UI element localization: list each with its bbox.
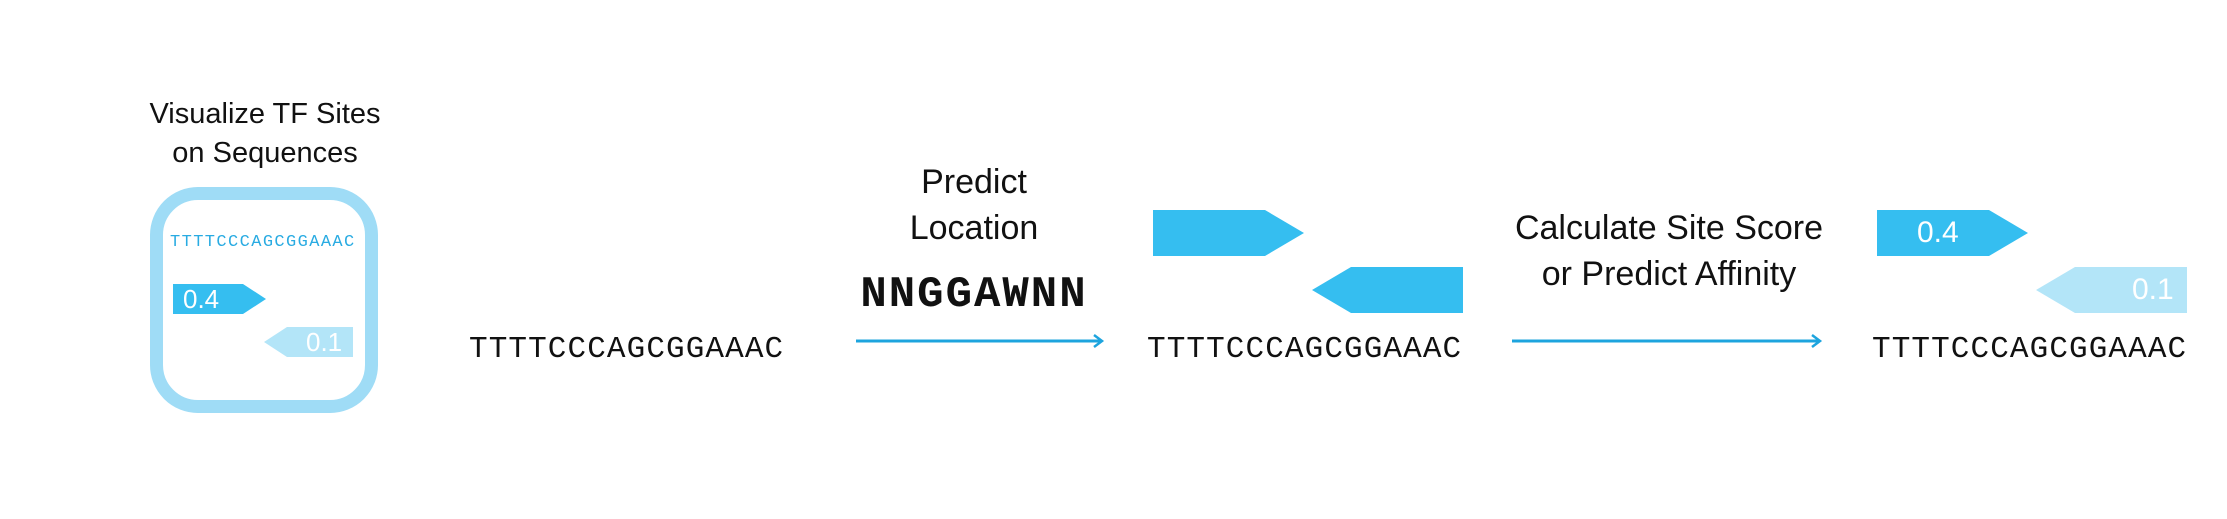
score-affinity-line1: Calculate Site Score: [1514, 209, 1824, 247]
step2-arrow: [1512, 334, 1823, 348]
scored-forward-site-marker: [1877, 210, 2028, 256]
predicted-sequence: TTTTCCCAGCGGAAAC: [1147, 332, 1463, 367]
scored-sequence: TTTTCCCAGCGGAAAC: [1872, 332, 2188, 367]
score-affinity-line2: or Predict Affinity: [1541, 254, 1797, 293]
predict-location-label: Predict Location: [824, 160, 1124, 252]
score-affinity-label: Calculate Site Score or Predict Affinity: [1469, 206, 1869, 298]
predict-location-line1: Predict: [921, 163, 1027, 201]
legend-sequence: TTTTCCCAGCGGAAAC: [170, 233, 356, 252]
scored-reverse-site-marker: [2036, 267, 2187, 313]
predicted-reverse-site-marker: [1312, 267, 1463, 313]
legend-forward-site-marker: [173, 284, 266, 314]
legend-reverse-score: 0.1: [306, 327, 343, 357]
legend-panel: [150, 187, 378, 413]
input-sequence: TTTTCCCAGCGGAAAC: [469, 332, 785, 367]
forward-site-score: 0.4: [1917, 216, 1959, 249]
legend-title-line1: Visualize TF Sites: [149, 98, 381, 130]
step1-arrow: [856, 334, 1105, 348]
predicted-forward-site-marker: [1153, 210, 1304, 256]
motif-consensus: NNGGAWNN: [860, 270, 1088, 320]
reverse-site-score: 0.1: [2132, 273, 2174, 306]
legend-title-line2: on Sequences: [172, 137, 358, 170]
legend-forward-score: 0.4: [183, 284, 220, 314]
predict-location-line2: Location: [909, 208, 1039, 247]
legend-reverse-site-marker: [264, 327, 353, 357]
legend-title: Visualize TF Sites on Sequences: [110, 95, 420, 173]
